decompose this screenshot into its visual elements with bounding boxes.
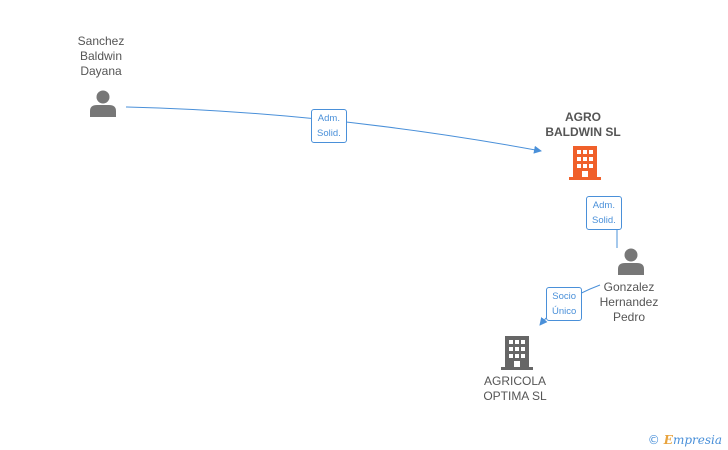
relation-badge-adm-solid[interactable]: Adm. Solid.: [311, 109, 347, 143]
building-icon[interactable]: [569, 144, 601, 185]
person-icon[interactable]: [617, 247, 645, 280]
relation-badge-adm-solid-2[interactable]: Adm. Solid.: [586, 196, 622, 230]
copyright-icon: ©: [647, 433, 660, 447]
person-icon[interactable]: [89, 89, 117, 122]
relation-badge-socio-unico[interactable]: Socio Único: [546, 287, 583, 321]
person-name-sanchez[interactable]: Sanchez Baldwin Dayana: [77, 34, 125, 78]
building-icon[interactable]: [501, 334, 533, 375]
company-name-agricola-optima[interactable]: AGRICOLA OPTIMA SL: [483, 374, 547, 403]
company-name-agro-baldwin[interactable]: AGRO BALDWIN SL: [545, 110, 621, 139]
empresia-watermark: ©Empresia: [647, 433, 722, 447]
person-name-gonzalez[interactable]: Gonzalez Hernandez Pedro: [599, 280, 659, 324]
